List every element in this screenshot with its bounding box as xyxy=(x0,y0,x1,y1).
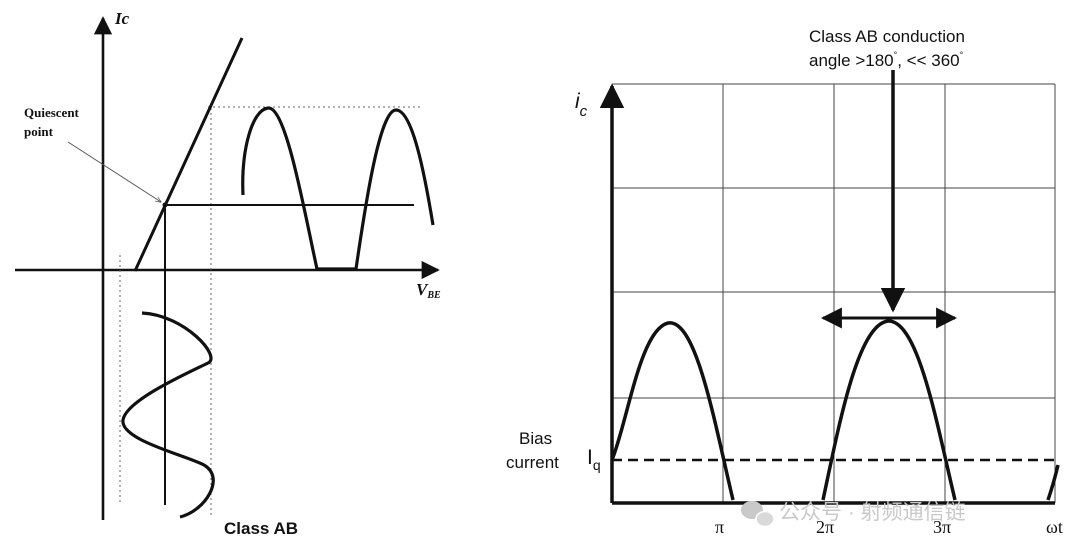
current-pulse-2 xyxy=(821,319,957,501)
ic-axis-label-right: ic xyxy=(575,90,588,120)
conduction-angle-panel: Class AB conduction angle >180°, << 360°… xyxy=(506,27,1063,537)
iq-label: Iq xyxy=(587,446,601,473)
wt-axis-label: ωt xyxy=(1046,517,1063,537)
annotation-quiescent: Quiescent xyxy=(24,105,80,120)
tick-3pi: 3π xyxy=(933,517,951,537)
output-current-waveform xyxy=(241,106,435,271)
wechat-icon xyxy=(741,501,775,528)
conduction-title-line1: Class AB conduction xyxy=(809,27,965,46)
current-pulse-3-start xyxy=(1046,464,1060,501)
class-ab-caption: Class AB xyxy=(224,519,298,538)
quiescent-point-marker xyxy=(162,202,168,208)
input-voltage-waveform xyxy=(121,311,215,519)
bias-label-line1: Bias xyxy=(519,429,552,448)
bias-label-line2: current xyxy=(506,453,559,472)
conduction-title-line2: angle >180°, << 360° xyxy=(809,50,964,70)
vbe-axis-label: VBE xyxy=(416,280,441,301)
tick-pi: π xyxy=(715,517,724,537)
tick-2pi: 2π xyxy=(816,517,834,537)
watermark-text: 公众号 · 射频通信链 xyxy=(779,501,966,524)
watermark: 公众号 · 射频通信链 xyxy=(741,501,966,528)
transfer-characteristic-panel: Quiescent point Ic VBE Class AB xyxy=(15,9,441,538)
quiescent-arrow xyxy=(67,141,161,202)
annotation-point: point xyxy=(24,124,54,139)
transfer-line xyxy=(133,37,244,272)
ic-axis-label: Ic xyxy=(114,9,130,28)
grid xyxy=(612,83,1056,503)
current-pulse-1 xyxy=(610,321,735,501)
